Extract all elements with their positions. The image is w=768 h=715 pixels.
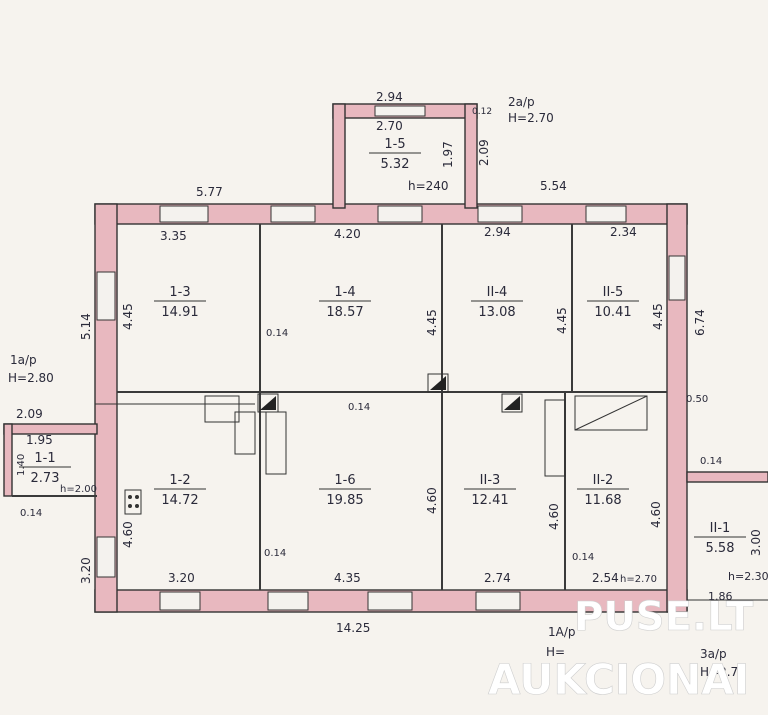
dim-h445-a: 4.45 xyxy=(121,303,135,330)
room-id-label: 1-2 xyxy=(169,473,190,488)
room-ii-2: II-2 11.68 xyxy=(577,473,629,508)
top-left-h: H=2.80 xyxy=(8,371,54,385)
room-id-label: II-3 xyxy=(480,473,501,488)
dimension-labels: 2.94 0.12 2.70 1.97 2.09 h=240 5.77 5.54… xyxy=(8,90,768,679)
dim-h460-a: 4.60 xyxy=(121,521,135,548)
room-area-label: 13.08 xyxy=(478,305,515,320)
porch-height: h=240 xyxy=(408,179,449,193)
top-left-height: 1a/p xyxy=(10,353,37,367)
room-id-label: II-4 xyxy=(487,285,508,300)
room-area-label: 5.32 xyxy=(381,157,410,172)
dim-ent-140: 1.40 xyxy=(16,454,27,476)
dim-top-porch-side-inner: 1.97 xyxy=(441,141,455,168)
dim-top-right-outer: 5.54 xyxy=(540,179,567,193)
windows xyxy=(96,105,686,611)
room-area-label: 14.91 xyxy=(161,305,198,320)
room-id-label: II-2 xyxy=(593,473,614,488)
dim-room16-w: 4.35 xyxy=(334,571,361,585)
room-ii-5: II-5 10.41 xyxy=(587,285,639,320)
dim-h445-d: 4.45 xyxy=(651,303,665,330)
room-1-2: 1-2 14.72 xyxy=(154,473,206,508)
room-1-1: 1-1 2.73 xyxy=(19,451,71,486)
dim-h445-b: 4.45 xyxy=(425,309,439,336)
room-area-label: 12.41 xyxy=(471,493,508,508)
dim-top-porch-outer: 2.94 xyxy=(376,90,403,104)
dim-h460-d: 4.60 xyxy=(649,501,663,528)
dim-roomII5-w: 2.34 xyxy=(610,225,637,239)
dim-right-ext-h: 3.00 xyxy=(749,529,763,556)
room-area-label: 5.58 xyxy=(706,541,735,556)
dim-ent-209: 2.09 xyxy=(16,407,43,421)
bottom-center-h: H= xyxy=(546,645,565,659)
watermark-line1: PUSE.LT xyxy=(574,594,754,640)
dim-top-porch-small: 0.12 xyxy=(472,107,492,117)
dim-top-left-outer: 5.77 xyxy=(196,185,223,199)
room-id-label: 1-5 xyxy=(384,137,405,152)
dim-h445-c: 4.45 xyxy=(555,307,569,334)
room-area-label: 18.57 xyxy=(326,305,363,320)
room-area-label: 14.72 xyxy=(161,493,198,508)
dim-top-porch-side-right: 2.09 xyxy=(477,139,491,166)
dim-room12-w: 3.20 xyxy=(168,571,195,585)
room-ii-3: II-3 12.41 xyxy=(464,473,516,508)
dim-left-320: 3.20 xyxy=(79,557,93,584)
dim-wall-014-a: 0.14 xyxy=(266,328,288,339)
room-id-label: 1-1 xyxy=(34,451,55,466)
dim-h460-c: 4.60 xyxy=(547,503,561,530)
room-area-label: 2.73 xyxy=(31,471,60,486)
room-1-3: 1-3 14.91 xyxy=(154,285,206,320)
room-id-label: II-5 xyxy=(603,285,624,300)
dim-bottom-total: 14.25 xyxy=(336,621,370,635)
dim-right-outer: 6.74 xyxy=(693,309,707,336)
dim-roomII4-w: 2.94 xyxy=(484,225,511,239)
dim-right-ext-186: 1.86 xyxy=(708,590,733,603)
room-id-label: 1-4 xyxy=(334,285,355,300)
dim-right-ext-h2: h=2.30 xyxy=(728,570,768,583)
dim-roomII2-w: 2.54 xyxy=(592,571,619,585)
watermark: PUSE.LT AUKCIONAI xyxy=(488,594,755,705)
top-right-h: H=2.70 xyxy=(508,111,554,125)
room-area-label: 19.85 xyxy=(326,493,363,508)
dim-wall-014-e: 0.14 xyxy=(264,548,286,559)
room-1-4: 1-4 18.57 xyxy=(319,285,371,320)
room-id-label: II-1 xyxy=(710,521,731,536)
interior-walls xyxy=(12,224,768,601)
watermark-line2: AUKCIONAI xyxy=(488,655,749,704)
room-1-5: 1-5 5.32 xyxy=(369,137,421,172)
dim-top-porch-inner: 2.70 xyxy=(376,119,403,133)
room-area-label: 11.68 xyxy=(584,493,621,508)
outer-walls xyxy=(3,103,768,613)
room-area-label: 10.41 xyxy=(594,305,631,320)
bottom-center-height: 1A/p xyxy=(548,625,576,639)
bottom-right-height: 3a/p xyxy=(700,647,727,661)
room-1-6: 1-6 19.85 xyxy=(319,473,371,508)
room-ii-4: II-4 13.08 xyxy=(471,285,523,320)
room-labels: 1-5 5.32 1-3 14.91 1-4 18.57 II-4 13.08 II-5 10.4… xyxy=(19,137,746,556)
room-id-label: 1-3 xyxy=(169,285,190,300)
dim-roomII3-w: 2.74 xyxy=(484,571,511,585)
dim-left-outer: 5.14 xyxy=(79,313,93,340)
dim-wall-014-b: 0.14 xyxy=(348,402,370,413)
dim-wall-014-d: 0.14 xyxy=(20,508,42,519)
dim-ent-h: h=2.00 xyxy=(60,484,97,495)
dim-roomII2-h: h=2.70 xyxy=(620,574,657,585)
stoves xyxy=(124,373,648,515)
bottom-right-h: H=2.70 xyxy=(700,665,746,679)
dim-room13-w: 3.35 xyxy=(160,229,187,243)
room-ii-1: II-1 5.58 xyxy=(694,521,746,556)
top-right-height: 2a/p xyxy=(508,95,535,109)
room-id-label: 1-6 xyxy=(334,473,355,488)
dim-h460-b: 4.60 xyxy=(425,487,439,514)
dim-wall-050: 0.50 xyxy=(686,394,708,405)
dim-ent-195: 1.95 xyxy=(26,433,53,447)
dim-wall-014-c: 0.14 xyxy=(700,456,722,467)
dim-room14-w: 4.20 xyxy=(334,227,361,241)
dim-wall-014-f: 0.14 xyxy=(572,552,594,563)
